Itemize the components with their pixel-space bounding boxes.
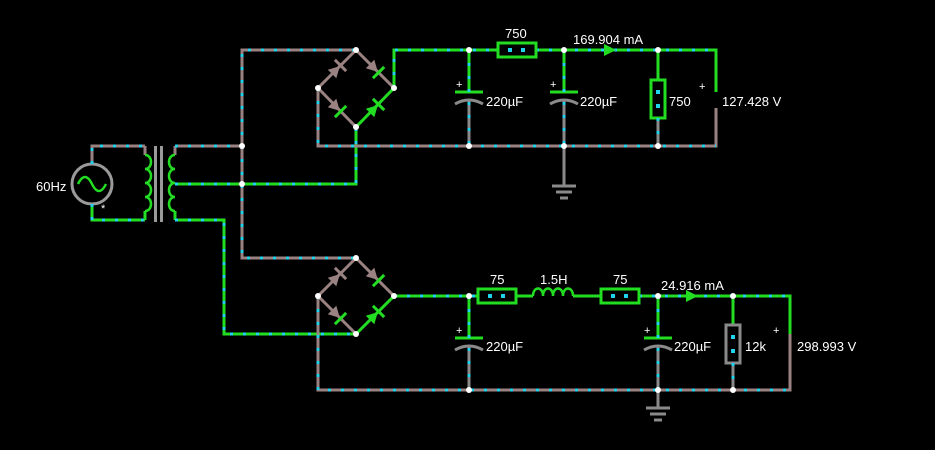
junction-nodes bbox=[239, 47, 736, 393]
lower-output-voltage: 298.993 V bbox=[797, 339, 857, 354]
upper-series-resistor-label: 750 bbox=[505, 26, 527, 41]
upper-positive-rail[interactable] bbox=[392, 48, 498, 88]
lower-capacitor-2[interactable] bbox=[643, 296, 673, 408]
lower-output-plus: + bbox=[773, 325, 779, 337]
upper-ground-symbol bbox=[552, 184, 576, 200]
upper-capacitor-1-plus: + bbox=[456, 79, 462, 91]
source-polarity-mark: * bbox=[101, 203, 106, 215]
lower-series-resistor-1-label: 75 bbox=[490, 272, 504, 287]
source-wire-bottom[interactable] bbox=[90, 204, 145, 222]
upper-capacitor-2-label: 220µF bbox=[580, 94, 617, 109]
lower-capacitor-1-plus: + bbox=[456, 325, 462, 337]
lower-load-resistor[interactable] bbox=[724, 296, 742, 390]
lower-capacitor-2-plus: + bbox=[644, 325, 650, 337]
upper-load-resistor[interactable] bbox=[649, 50, 667, 146]
source-frequency-label: 60Hz bbox=[36, 179, 66, 194]
upper-output-voltage: 127.428 V bbox=[722, 94, 782, 109]
upper-capacitor-1[interactable] bbox=[454, 50, 484, 146]
lower-ground-symbol bbox=[646, 406, 670, 422]
lower-load-resistor-label: 12k bbox=[745, 339, 766, 354]
secondary-wire-mid[interactable] bbox=[240, 146, 356, 260]
upper-series-resistor[interactable] bbox=[496, 41, 538, 59]
upper-current-readout: 169.904 mA bbox=[573, 32, 643, 47]
source-wire-top[interactable] bbox=[90, 144, 145, 164]
lower-inductor[interactable] bbox=[531, 287, 575, 297]
ac-source[interactable] bbox=[70, 162, 114, 206]
lower-bridge-rectifier[interactable] bbox=[316, 256, 396, 336]
secondary-center-tap-wire[interactable] bbox=[175, 127, 358, 186]
lower-current-readout: 24.916 mA bbox=[661, 278, 724, 293]
upper-load-resistor-label: 750 bbox=[669, 94, 691, 109]
upper-current-arrow bbox=[604, 44, 616, 56]
lower-capacitor-1[interactable] bbox=[454, 296, 484, 390]
lower-capacitor-1-label: 220µF bbox=[486, 339, 523, 354]
transformer[interactable] bbox=[143, 146, 177, 222]
lower-bridge-negative-wire[interactable] bbox=[316, 296, 792, 392]
lower-series-resistor-2-label: 75 bbox=[613, 272, 627, 287]
lower-inductor-label: 1.5H bbox=[540, 272, 567, 287]
upper-capacitor-2[interactable] bbox=[549, 50, 579, 186]
upper-capacitor-1-label: 220µF bbox=[486, 94, 523, 109]
upper-capacitor-2-plus: + bbox=[550, 79, 556, 91]
upper-bridge-rectifier[interactable] bbox=[316, 48, 396, 129]
secondary-wire-bottom[interactable] bbox=[175, 218, 356, 336]
upper-output-plus: + bbox=[699, 81, 705, 93]
secondary-wire-top[interactable] bbox=[175, 48, 356, 148]
lower-current-arrow bbox=[686, 290, 698, 302]
lower-series-resistor-1[interactable] bbox=[476, 287, 518, 305]
lower-capacitor-2-label: 220µF bbox=[674, 339, 711, 354]
lower-series-resistor-2[interactable] bbox=[599, 287, 641, 305]
